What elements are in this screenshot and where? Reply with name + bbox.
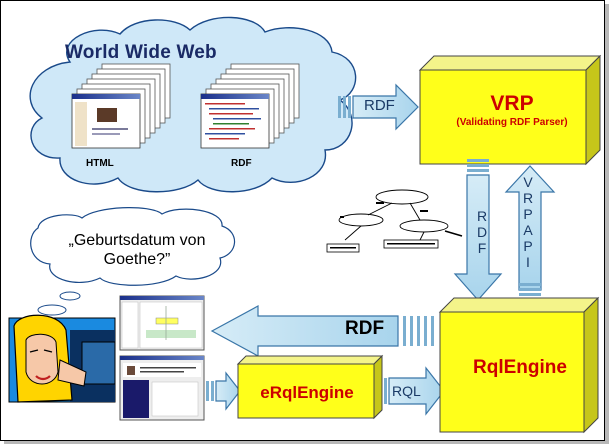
erql-engine-label: eRqlEngine [260, 383, 354, 402]
frame-shadow-right [605, 4, 609, 444]
question-cloud [30, 207, 236, 316]
html-page-stack [71, 63, 171, 149]
arrow-rdf-to-vrp [338, 83, 419, 131]
rql-engine-label: RqlEngine [473, 357, 567, 378]
frame-shadow-bottom [4, 441, 609, 444]
arrow-rql-label: RQL [392, 383, 421, 399]
erql-client-screenshot [119, 355, 205, 421]
erql-engine-box [236, 354, 384, 420]
arrow-rdf-to-user-label: RDF [345, 318, 385, 339]
arrow-rdf-down-label: R D F [476, 208, 488, 256]
user-pop-art-image [8, 314, 116, 403]
arrow-rdf-to-vrp-label: RDF [364, 97, 395, 114]
vrp-title: VRP [490, 92, 534, 115]
rdf-result-screenshot [119, 295, 205, 351]
vrp-subtitle: (Validating RDF Parser) [456, 117, 568, 128]
arrow-rdf-to-user [210, 304, 434, 358]
arrow-vrpapi-up [504, 165, 556, 296]
arrow-client-to-erql [206, 371, 241, 411]
html-label: HTML [86, 158, 114, 169]
arrow-vrpapi-label: V R P A P I [522, 174, 534, 270]
rdf-graph [326, 189, 463, 253]
question-text: „Geburtsdatum von Goethe?” [68, 232, 206, 268]
www-title: World Wide Web [65, 42, 217, 63]
rdf-docs-label: RDF [231, 158, 252, 169]
arrow-rdf-down [453, 159, 503, 301]
vrp-box [418, 54, 602, 166]
rql-engine-box [438, 296, 600, 434]
rdf-page-stack [200, 63, 300, 149]
